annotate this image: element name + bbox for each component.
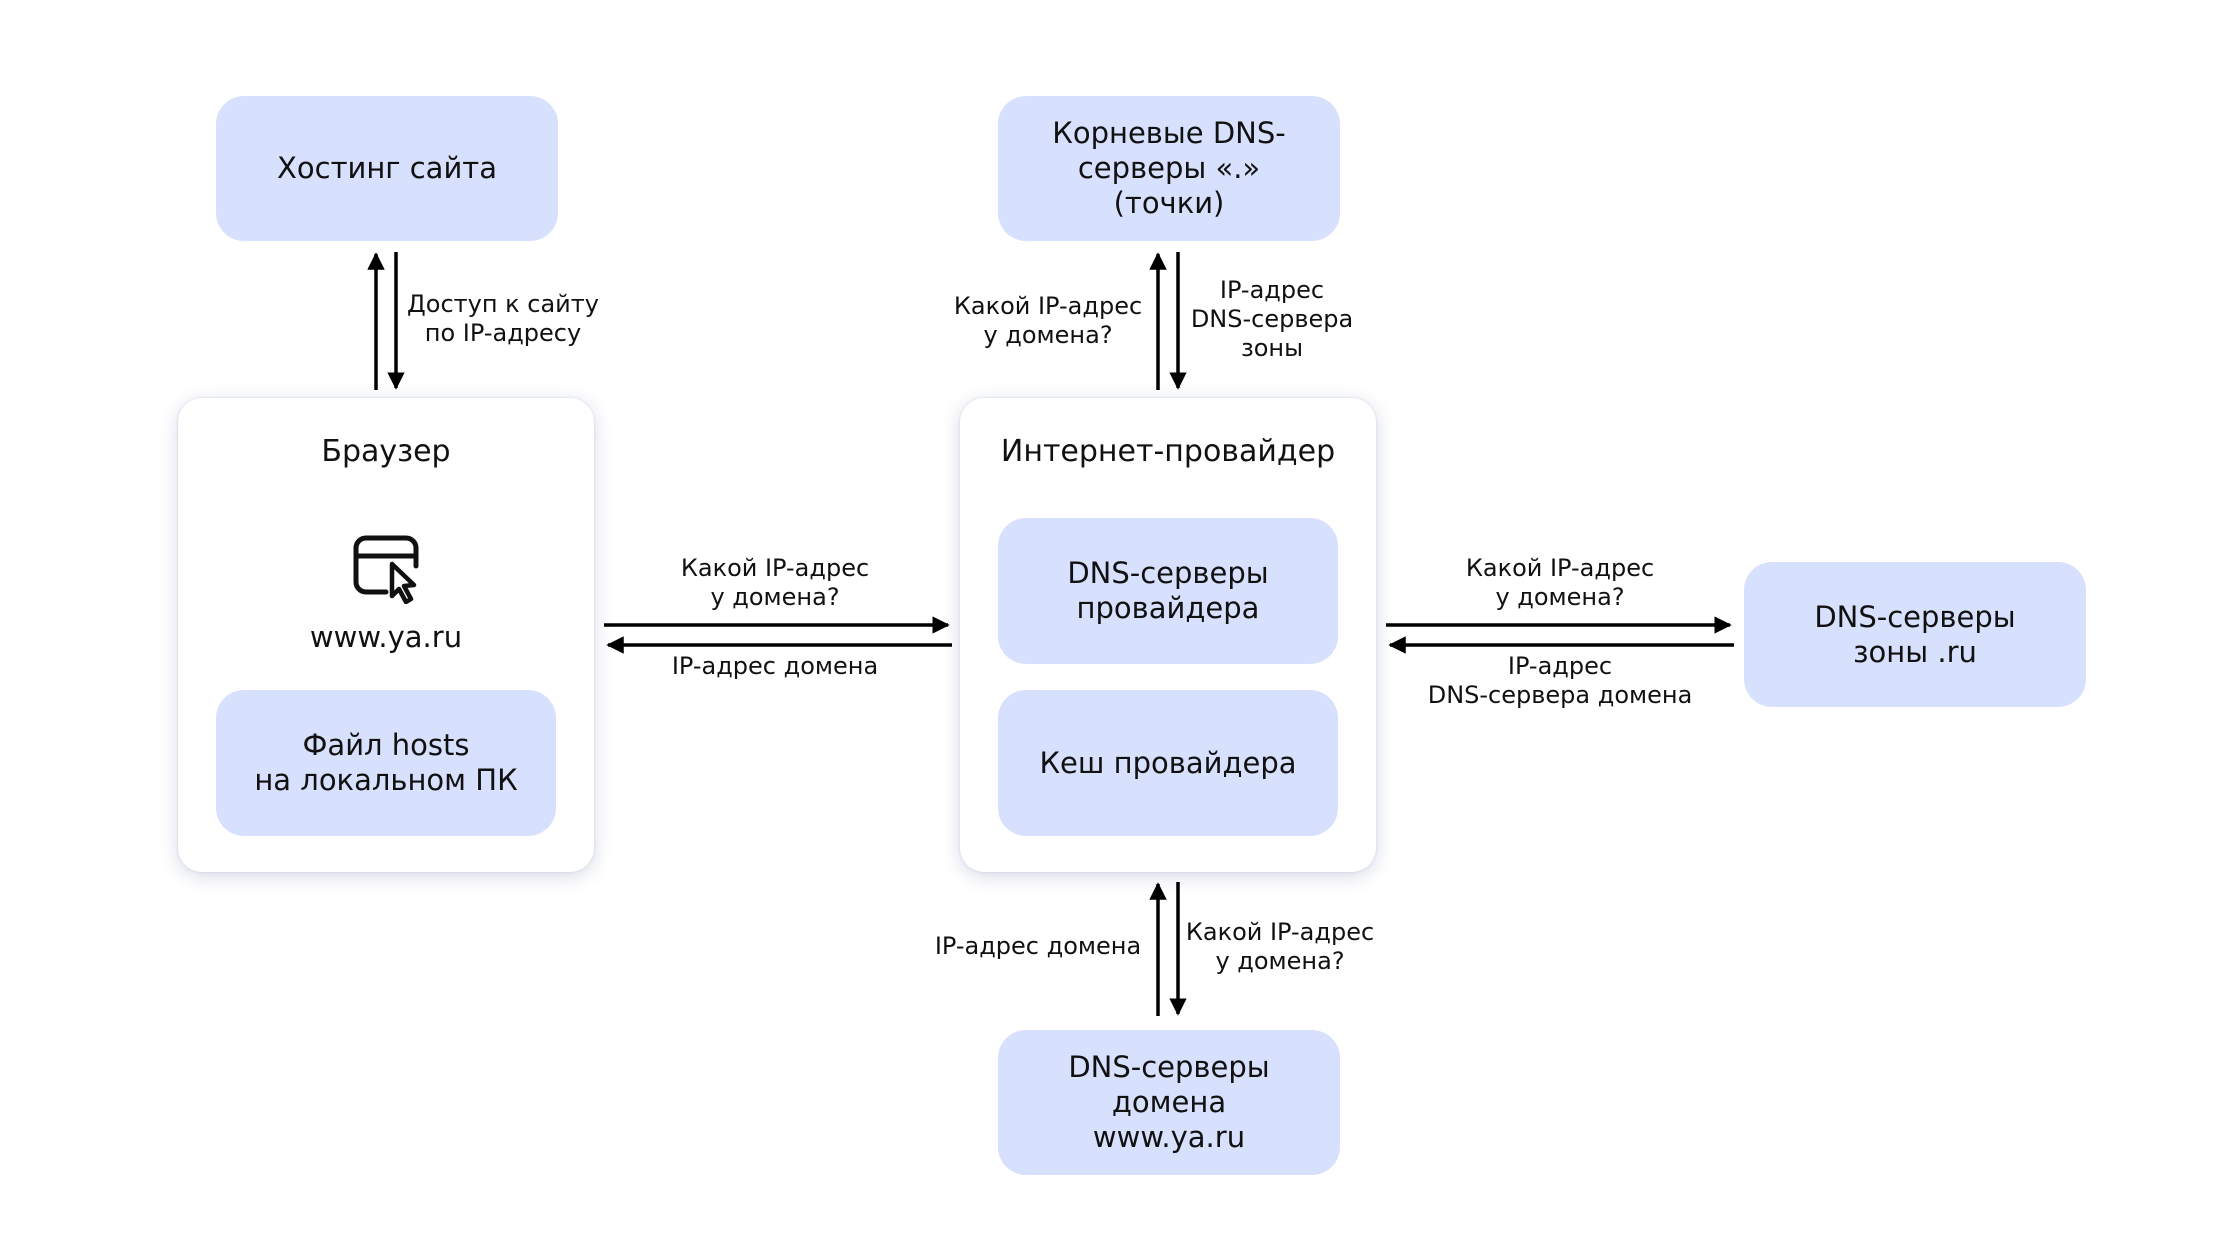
- label-domain-answer: IP-адрес домена: [934, 932, 1142, 960]
- label-hosting-access: Доступ к сайту по IP-адресу: [407, 290, 599, 347]
- domain-dns-box: DNS-серверы домена www.ya.ru: [998, 1030, 1340, 1175]
- label-root-answer: IP-адрес DNS-сервера зоны: [1190, 276, 1354, 362]
- label-root-query: Какой IP-адрес у домена?: [953, 292, 1143, 349]
- browser-url: www.ya.ru: [309, 620, 463, 654]
- domain-dns-label: DNS-серверы домена www.ya.ru: [1068, 1050, 1270, 1154]
- hosting-label: Хостинг сайта: [277, 151, 497, 185]
- isp-dns-box: DNS-серверы провайдера: [998, 518, 1338, 664]
- isp-cache-box: Кеш провайдера: [998, 690, 1338, 836]
- hosting-box: Хостинг сайта: [216, 96, 558, 241]
- browser-title: Браузер: [321, 434, 451, 469]
- browser-panel: Браузер www.ya.ru Файл hosts на локально…: [178, 398, 594, 872]
- zone-dns-label: DNS-серверы зоны .ru: [1814, 599, 2016, 669]
- label-domain-query: Какой IP-адрес у домена?: [1185, 918, 1375, 975]
- isp-panel: Интернет-провайдер DNS-серверы провайдер…: [960, 398, 1376, 872]
- hosts-file-label: Файл hosts на локальном ПК: [254, 728, 518, 797]
- isp-dns-label: DNS-серверы провайдера: [1067, 556, 1269, 625]
- label-zone-query: Какой IP-адрес у домена?: [1465, 554, 1655, 611]
- root-dns-label: Корневые DNS- серверы «.» (точки): [1052, 116, 1286, 220]
- label-browser-answer: IP-адрес домена: [671, 652, 879, 680]
- isp-title: Интернет-провайдер: [1000, 434, 1336, 469]
- browser-window-cursor-icon: [353, 535, 419, 604]
- hosts-file-box: Файл hosts на локальном ПК: [216, 690, 556, 836]
- zone-dns-box: DNS-серверы зоны .ru: [1744, 562, 2086, 707]
- root-dns-box: Корневые DNS- серверы «.» (точки): [998, 96, 1340, 241]
- isp-cache-label: Кеш провайдера: [1039, 745, 1297, 780]
- label-zone-answer: IP-адрес DNS-сервера домена: [1427, 652, 1693, 709]
- label-browser-query: Какой IP-адрес у домена?: [680, 554, 870, 611]
